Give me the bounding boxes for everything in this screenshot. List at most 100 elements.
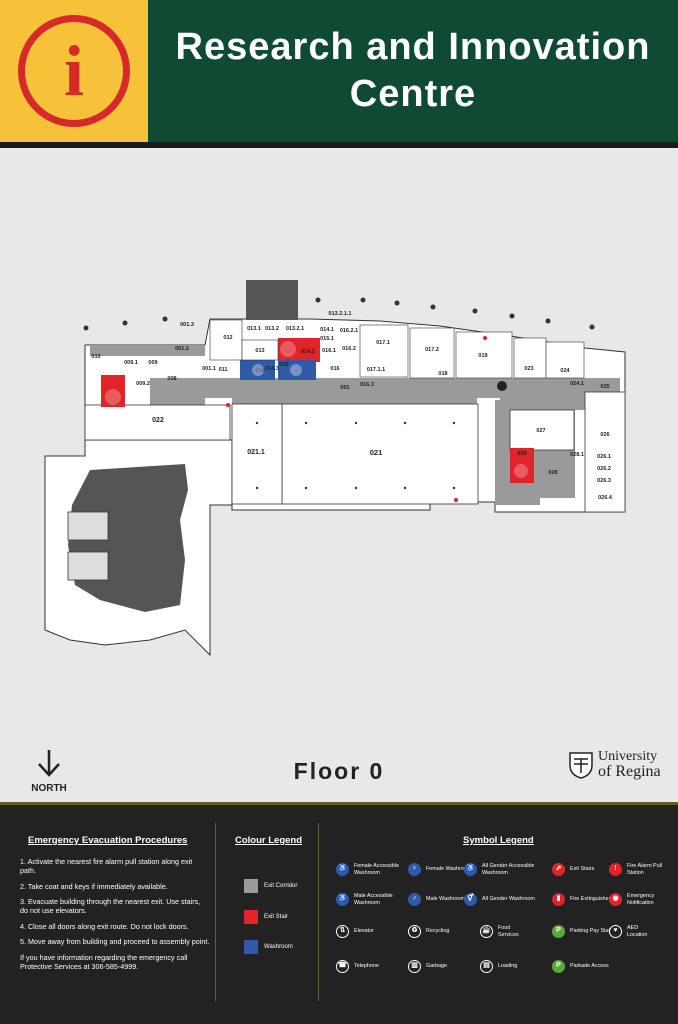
label-021-1: 021.1: [247, 449, 265, 456]
symbol-label: All Gender Accessible Washroom: [482, 863, 535, 876]
room-024: [545, 341, 585, 379]
room-017-2: [409, 327, 455, 379]
room-023: [513, 337, 547, 379]
symbol-item: P Parkade Access: [552, 960, 622, 973]
colour-legend-label: Exit Stair: [264, 914, 289, 920]
room-022: [84, 404, 231, 441]
fire-alarm-icon: !: [609, 863, 622, 876]
recycling-icon: ♻: [408, 925, 421, 938]
university-line-2: of Regina: [598, 763, 661, 780]
label-008: 008: [167, 376, 176, 382]
south-corridor: [232, 398, 477, 404]
female-accessible-icon: ♿: [336, 863, 349, 876]
colour-legend-title: Colour Legend: [235, 835, 303, 846]
procedure-step: 2. Take coat and keys if immediately ava…: [20, 881, 168, 891]
symbol-item: ⇗ Exit Stairs: [552, 863, 622, 876]
aed-icon: ♥: [609, 925, 622, 938]
room-013: [241, 339, 279, 361]
columns: [83, 297, 595, 490]
colour-legend-item: Washroom: [244, 940, 293, 954]
label-026-3: 026.3: [597, 478, 611, 484]
female-icon: ♀: [408, 863, 421, 876]
garbage-icon: ▥: [408, 960, 421, 973]
label-009-2: 009.2: [136, 381, 150, 387]
symbol-item: ♥ AED Location: [609, 925, 657, 938]
label-001-2: 001.2: [175, 346, 189, 352]
symbol-item: ♻ Recycling: [408, 925, 478, 938]
procedure-step: 1. Activate the nearest fire alarm pull …: [20, 857, 193, 876]
exit-stairs-icon: [280, 341, 296, 357]
fire-extinguisher-icon: ▮: [552, 893, 565, 906]
exit-stair-west: [101, 375, 125, 407]
label-026-2: 026.2: [597, 466, 611, 472]
procedures-title: Emergency Evacuation Procedures: [28, 835, 188, 846]
washroom-b: [278, 360, 316, 380]
label-022: 022: [152, 417, 164, 424]
symbol-label: Garbage: [426, 963, 447, 970]
label-010: 010: [91, 354, 100, 360]
all-gender-icon: ⚥: [464, 893, 477, 906]
symbol-label: All Gender Washroom: [482, 896, 535, 903]
label-014-3: 014.3: [265, 366, 279, 372]
label-018: 018: [438, 371, 447, 377]
washroom-a: [240, 360, 275, 380]
label-013-2-1: 013.2.1: [286, 326, 304, 332]
elevator-icon: ⇅: [336, 925, 349, 938]
exit-stair-swatch: [244, 910, 258, 924]
legend-footer: Emergency Evacuation Procedures 1. Activ…: [0, 805, 678, 1024]
label-017-2: 017.2: [425, 347, 439, 353]
symbol-item: ▥ Garbage: [408, 960, 478, 973]
fire-alarm-icon: [454, 498, 458, 502]
male-icon: ♂: [408, 893, 421, 906]
symbol-item: ♿Male Accessible Washroom: [336, 893, 406, 906]
floor-plan-map: 010 009.1 009 009.2 008 001.1 001.2 001.…: [44, 280, 626, 657]
symbol-label: Male Washroom: [426, 896, 466, 903]
symbol-item: ▮Fire Extinguisher: [552, 893, 622, 906]
label-019: 019: [478, 353, 487, 359]
room-027: [509, 409, 575, 451]
page-title: Research and Innovation Centre: [148, 0, 678, 142]
label-013-2-1-1: 013.2.1.1: [329, 311, 352, 317]
procedures-list: 1. Activate the nearest fire alarm pull …: [20, 857, 210, 977]
loading-icon: ▤: [480, 960, 493, 973]
label-011: 011: [219, 367, 228, 373]
label-026-1: 026.1: [597, 454, 611, 460]
label-025: 025: [600, 384, 609, 390]
symbol-item: ☕Food Services: [480, 925, 528, 938]
label-024: 024: [560, 368, 570, 374]
procedure-step: 3. Evacuate building through the nearest…: [20, 897, 201, 916]
exit-stairs-icon: ⇗: [552, 863, 565, 876]
symbol-label: Emergency Notification: [627, 893, 655, 906]
header-rule: [0, 142, 678, 148]
symbol-item: ☎Telephone: [336, 960, 406, 973]
symbol-label: Fire Alarm Pull Station: [627, 863, 663, 876]
label-014: 014: [255, 368, 265, 374]
symbol-label: Parkade Access: [570, 963, 609, 970]
colour-legend-item: Exit Corridor: [244, 879, 297, 893]
parkade-icon: P: [552, 960, 565, 973]
symbol-item: ⇅Elevator: [336, 925, 406, 938]
symbol-label: Exit Stairs: [570, 866, 595, 873]
symbol-item: ! Fire Alarm Pull Station: [609, 863, 675, 876]
symbol-item: ♿All Gender Accessible Washroom: [464, 863, 542, 876]
exit-stairs-icon: [514, 464, 528, 478]
title-line-1: Research and Innovation: [175, 25, 651, 68]
colour-legend-label: Exit Corridor: [264, 883, 298, 889]
label-012: 012: [223, 335, 232, 341]
symbol-label: Food Services: [498, 925, 519, 938]
label-017-1-1: 017.1.1: [367, 367, 385, 373]
symbol-label: Recycling: [426, 928, 450, 935]
symbol-label: AED Location: [627, 925, 648, 938]
symbol-item: ♿Female Accessible Washroom: [336, 863, 406, 876]
label-009-1: 009.1: [124, 360, 138, 366]
north-label: NORTH: [31, 783, 67, 794]
symbol-item: ▤ Loading: [480, 960, 550, 973]
label-016-1: 016.1: [322, 348, 336, 354]
elevator-icon: [497, 381, 507, 391]
symbol-label: Parking Pay Station: [570, 928, 618, 935]
footer-rule: [0, 802, 678, 805]
fire-alarm-icon: [226, 403, 230, 407]
symbol-label: Loading: [498, 963, 518, 970]
symbol-item: ⚥ All Gender Washroom: [464, 893, 542, 906]
